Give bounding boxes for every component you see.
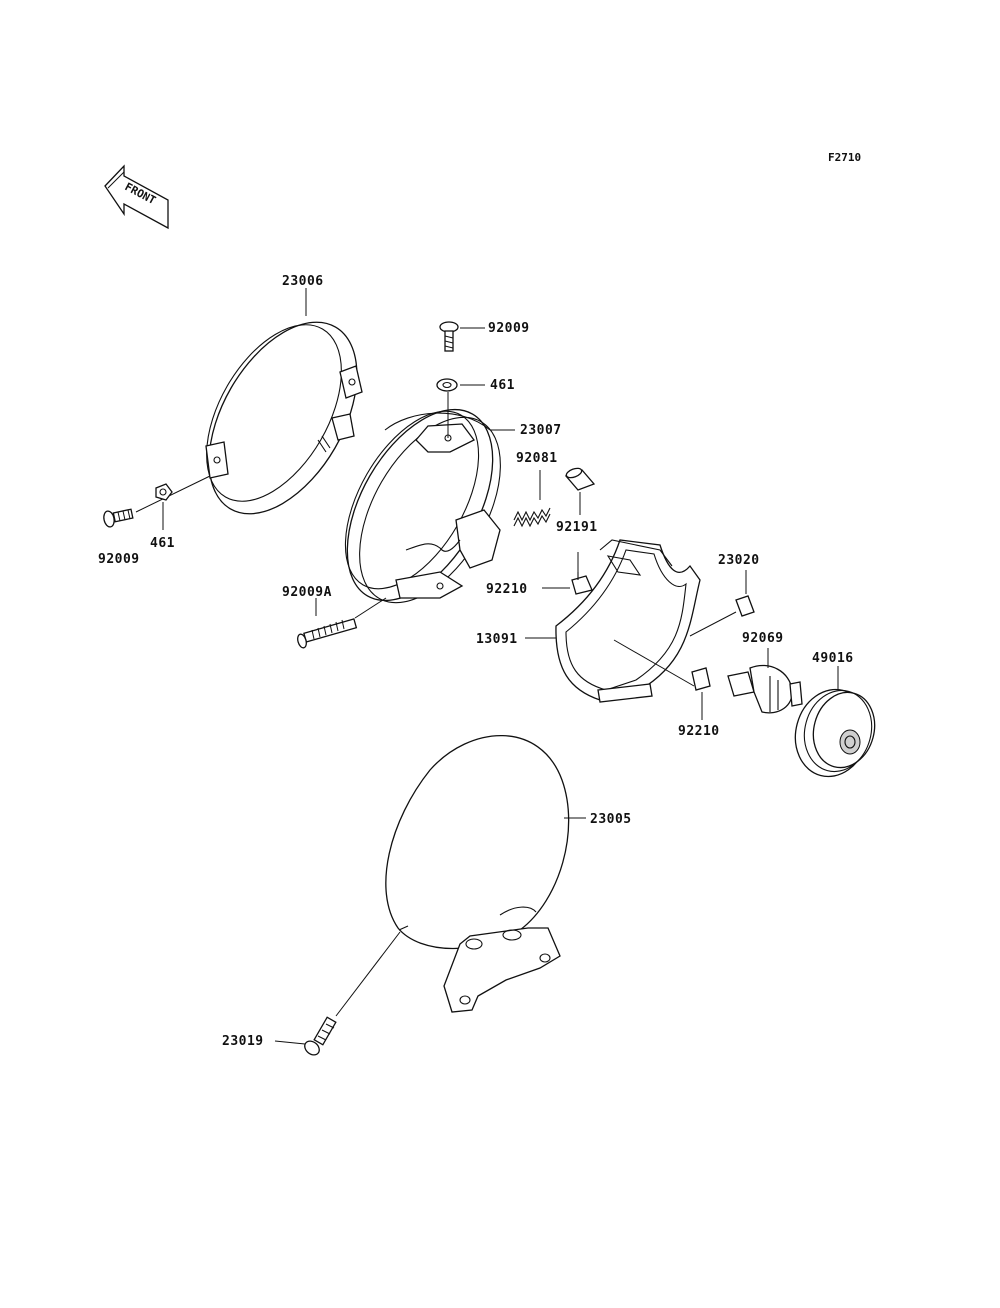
headlight-housing: [344, 408, 501, 604]
housing-nut: [436, 378, 458, 392]
adjuster-spring: [513, 507, 551, 528]
label-23019: 23019: [222, 1034, 264, 1049]
rim-nut: [155, 483, 173, 501]
collar: [564, 467, 596, 491]
label-92009A: 92009A: [282, 585, 332, 600]
label-49016: 49016: [812, 651, 854, 666]
label-92210-lower: 92210: [678, 724, 720, 739]
front-arrow-icon: FRONT: [104, 164, 169, 230]
adjust-screw: [297, 618, 358, 649]
reflector-bracket: [555, 539, 701, 703]
label-13091: 13091: [476, 632, 518, 647]
dust-cap: [794, 688, 876, 778]
rim-screw: [103, 508, 134, 528]
headlight-rim: [205, 321, 363, 515]
housing-screw: [439, 321, 459, 352]
figure-code: F2710: [828, 151, 861, 164]
label-92009-rim: 92009: [98, 552, 140, 567]
bulb: [727, 664, 803, 714]
label-23020: 23020: [718, 553, 760, 568]
label-23007: 23007: [520, 423, 562, 438]
label-23005: 23005: [590, 812, 632, 827]
label-92009-housing: 92009: [488, 321, 530, 336]
label-461-housing: 461: [490, 378, 515, 393]
label-92210-upper: 92210: [486, 582, 528, 597]
clip-lower: [691, 667, 711, 691]
clip-upper: [571, 572, 593, 595]
label-92191: 92191: [556, 520, 598, 535]
mount-bolt: [304, 1016, 337, 1056]
label-92081: 92081: [516, 451, 558, 466]
headlight-shell: [385, 734, 570, 1013]
label-92069: 92069: [742, 631, 784, 646]
socket: [735, 595, 755, 617]
label-23006: 23006: [282, 274, 324, 289]
label-461-rim: 461: [150, 536, 175, 551]
